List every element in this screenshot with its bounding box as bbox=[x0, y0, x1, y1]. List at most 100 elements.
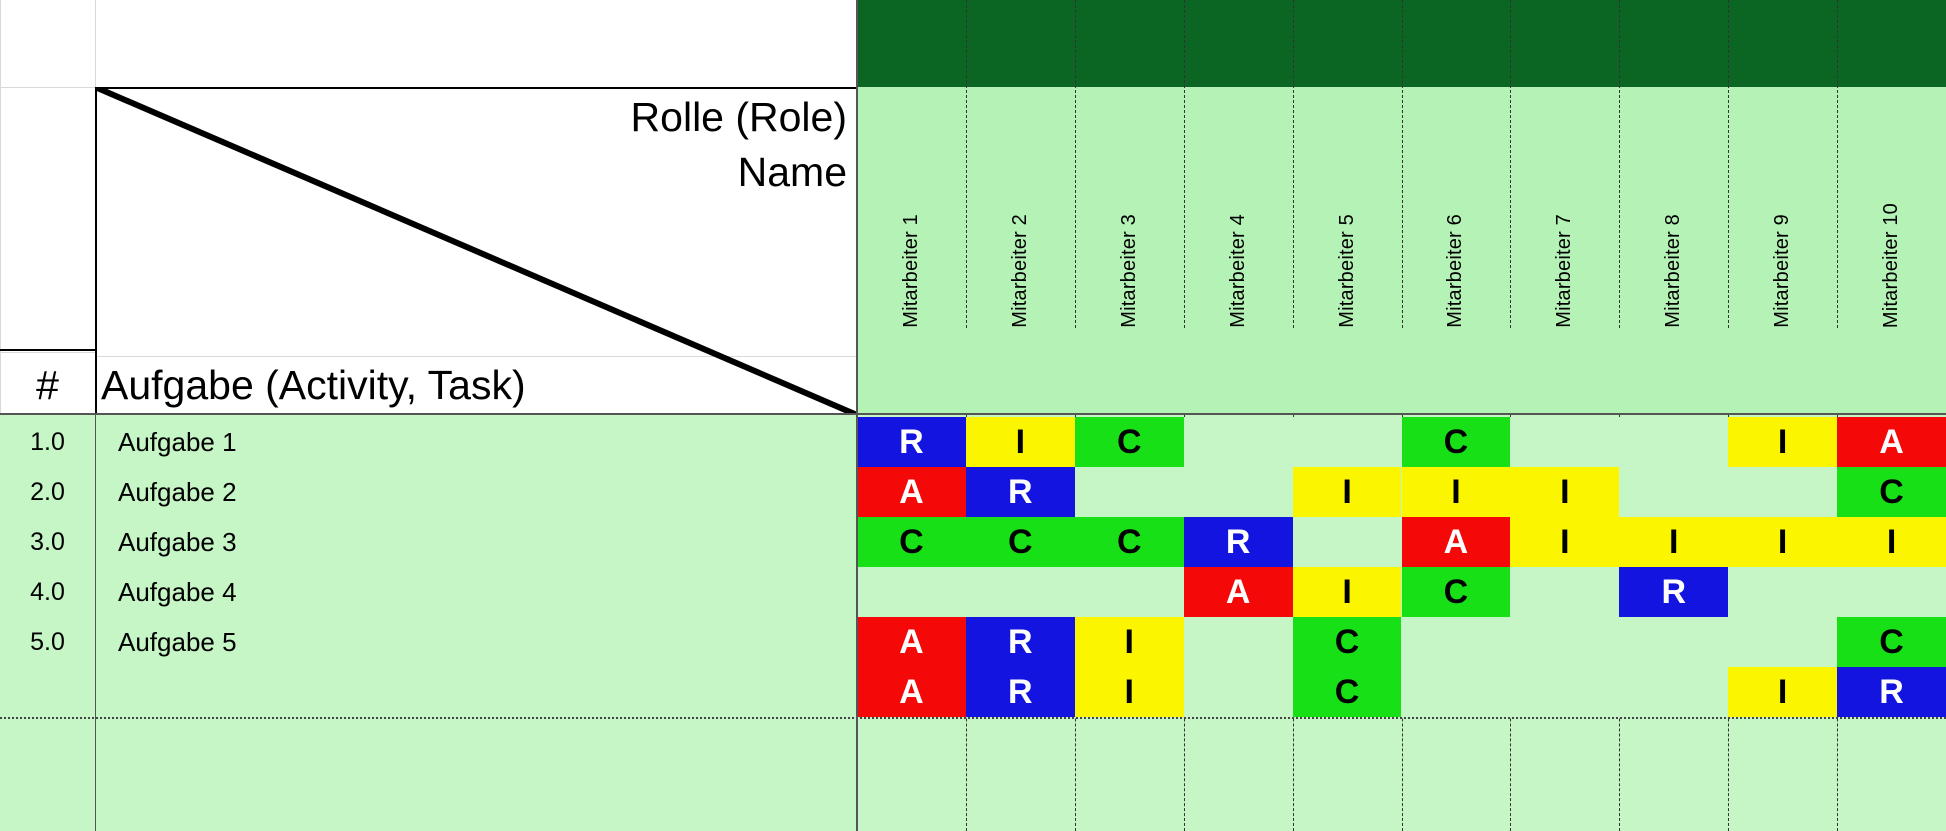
task-name-cell[interactable]: Aufgabe 3 bbox=[118, 526, 237, 557]
column-header-employee-9[interactable]: Mitarbeiter 9 bbox=[1728, 0, 1837, 328]
row-number-cell[interactable]: 3.0 bbox=[30, 527, 65, 556]
column-divider-dashed bbox=[1183, 0, 1185, 328]
raci-cell-r5-c8[interactable] bbox=[1619, 617, 1728, 667]
task-name-cell[interactable]: Aufgabe 4 bbox=[118, 576, 237, 607]
column-header-label: Mitarbeiter 9 bbox=[1771, 214, 1794, 328]
row-number-column-header: # bbox=[36, 361, 59, 408]
raci-cell-r2-c4[interactable] bbox=[1184, 467, 1293, 517]
corner-top-border bbox=[95, 87, 857, 89]
raci-cell-r5-c7[interactable] bbox=[1510, 617, 1619, 667]
column-header-employee-6[interactable]: Mitarbeiter 6 bbox=[1402, 0, 1511, 328]
raci-cell-r1-c6[interactable]: C bbox=[1401, 417, 1511, 467]
raci-cell-r5-c2[interactable]: R bbox=[965, 617, 1075, 667]
raci-cell-r5-c6[interactable] bbox=[1402, 617, 1511, 667]
raci-cell-r4-c8[interactable]: R bbox=[1619, 567, 1729, 617]
raci-cell-r4-c2[interactable] bbox=[966, 567, 1075, 617]
raci-cell-r5-c4[interactable] bbox=[1184, 617, 1293, 667]
column-header-employee-2[interactable]: Mitarbeiter 2 bbox=[966, 0, 1075, 328]
raci-cell-r1-c7[interactable] bbox=[1510, 417, 1619, 467]
column-header-label: Mitarbeiter 6 bbox=[1444, 214, 1467, 328]
raci-cell-r4-c3[interactable] bbox=[1075, 567, 1184, 617]
raci-cell-r2-c9[interactable] bbox=[1728, 467, 1837, 517]
raci-cell-r1-c10[interactable]: A bbox=[1837, 417, 1946, 467]
raci-cell-r6-c4[interactable] bbox=[1184, 667, 1293, 717]
raci-cell-r4-c5[interactable]: I bbox=[1292, 567, 1402, 617]
raci-cell-r6-c10[interactable]: R bbox=[1837, 667, 1946, 717]
raci-cell-r1-c1[interactable]: R bbox=[857, 417, 966, 467]
raci-cell-r3-c4[interactable]: R bbox=[1183, 517, 1293, 567]
raci-cell-r3-c5[interactable] bbox=[1293, 517, 1402, 567]
raci-cell-r1-c4[interactable] bbox=[1184, 417, 1293, 467]
raci-cell-r5-c3[interactable]: I bbox=[1074, 617, 1184, 667]
column-header-employee-4[interactable]: Mitarbeiter 4 bbox=[1184, 0, 1293, 328]
raci-cell-r3-c7[interactable]: I bbox=[1510, 517, 1620, 567]
raci-cell-r2-c2[interactable]: R bbox=[965, 467, 1075, 517]
raci-cell-r6-c2[interactable]: R bbox=[965, 667, 1075, 717]
column-header-label: Mitarbeiter 7 bbox=[1553, 214, 1576, 328]
column-divider-dashed bbox=[1401, 0, 1403, 328]
raci-cell-r5-c1[interactable]: A bbox=[857, 617, 966, 667]
raci-cell-r2-c1[interactable]: A bbox=[857, 467, 966, 517]
raci-cell-r4-c10[interactable] bbox=[1837, 567, 1946, 617]
row-number-cell[interactable]: 4.0 bbox=[30, 577, 65, 606]
task-name-cell[interactable]: Aufgabe 5 bbox=[118, 626, 237, 657]
raci-cell-r3-c1[interactable]: C bbox=[857, 517, 966, 567]
column-header-employee-1[interactable]: Mitarbeiter 1 bbox=[857, 0, 966, 328]
raci-cell-r2-c6[interactable]: I bbox=[1401, 467, 1511, 517]
raci-cell-r2-c3[interactable] bbox=[1075, 467, 1184, 517]
raci-cell-r3-c6[interactable]: A bbox=[1401, 517, 1511, 567]
raci-cell-r3-c8[interactable]: I bbox=[1619, 517, 1729, 567]
raci-cell-r4-c9[interactable] bbox=[1728, 567, 1837, 617]
column-header-label: Mitarbeiter 1 bbox=[899, 214, 922, 328]
row-number-cell[interactable]: 5.0 bbox=[30, 627, 65, 656]
raci-cell-r1-c5[interactable] bbox=[1293, 417, 1402, 467]
task-column-header: Aufgabe (Activity, Task) bbox=[101, 361, 526, 408]
grid-vline-left bbox=[0, 0, 1, 415]
raci-cell-r4-c7[interactable] bbox=[1510, 567, 1619, 617]
raci-cell-r4-c1[interactable] bbox=[857, 567, 966, 617]
column-header-employee-8[interactable]: Mitarbeiter 8 bbox=[1619, 0, 1728, 328]
raci-cell-r1-c3[interactable]: C bbox=[1074, 417, 1184, 467]
raci-cell-r1-c2[interactable]: I bbox=[965, 417, 1075, 467]
raci-cell-r1-c8[interactable] bbox=[1619, 417, 1728, 467]
role-title-line-1: Rolle (Role) bbox=[630, 94, 847, 140]
raci-cell-r2-c10[interactable]: C bbox=[1837, 467, 1946, 517]
task-name-cell[interactable]: Aufgabe 2 bbox=[118, 476, 237, 507]
task-name-cell[interactable]: Aufgabe 1 bbox=[118, 426, 237, 457]
raci-cell-r2-c7[interactable]: I bbox=[1510, 467, 1620, 517]
row-number-cell[interactable]: 1.0 bbox=[30, 427, 65, 456]
raci-cell-r3-c9[interactable]: I bbox=[1728, 517, 1838, 567]
raci-cell-r4-c6[interactable]: C bbox=[1401, 567, 1511, 617]
row-number-cell[interactable] bbox=[0, 667, 95, 717]
column-header-employee-5[interactable]: Mitarbeiter 5 bbox=[1293, 0, 1402, 328]
raci-cell-r3-c2[interactable]: C bbox=[965, 517, 1075, 567]
raci-cell-r1-c9[interactable]: I bbox=[1728, 417, 1838, 467]
column-divider-dashed bbox=[1728, 0, 1730, 328]
column-header-employee-3[interactable]: Mitarbeiter 3 bbox=[1075, 0, 1184, 328]
raci-cell-r6-c6[interactable] bbox=[1402, 667, 1511, 717]
raci-cell-r6-c8[interactable] bbox=[1619, 667, 1728, 717]
row-number-cell[interactable]: 2.0 bbox=[30, 477, 65, 506]
raci-cell-r3-c3[interactable]: C bbox=[1074, 517, 1184, 567]
raci-cell-r6-c9[interactable]: I bbox=[1728, 667, 1838, 717]
raci-cell-r6-c5[interactable]: C bbox=[1292, 667, 1402, 717]
raci-cell-r3-c10[interactable]: I bbox=[1837, 517, 1946, 567]
column-header-employee-10[interactable]: Mitarbeiter 10 bbox=[1837, 0, 1946, 328]
raci-cell-r2-c8[interactable] bbox=[1619, 467, 1728, 517]
column-divider-dashed bbox=[1074, 0, 1076, 328]
corner-left-border bbox=[95, 87, 97, 415]
task-name-cell[interactable] bbox=[118, 667, 838, 717]
raci-cell-r6-c1[interactable]: A bbox=[857, 667, 966, 717]
row-separator bbox=[0, 717, 1946, 719]
raci-cell-r4-c4[interactable]: A bbox=[1183, 567, 1293, 617]
raci-cell-r6-c7[interactable] bbox=[1510, 667, 1619, 717]
raci-cell-r5-c9[interactable] bbox=[1728, 617, 1837, 667]
raci-cell-r5-c5[interactable]: C bbox=[1292, 617, 1402, 667]
raci-cell-r5-c10[interactable]: C bbox=[1837, 617, 1946, 667]
column-divider-dashed bbox=[1837, 0, 1839, 328]
raci-cell-r6-c3[interactable]: I bbox=[1074, 667, 1184, 717]
column-header-employee-7[interactable]: Mitarbeiter 7 bbox=[1510, 0, 1619, 328]
raci-cell-r2-c5[interactable]: I bbox=[1292, 467, 1402, 517]
